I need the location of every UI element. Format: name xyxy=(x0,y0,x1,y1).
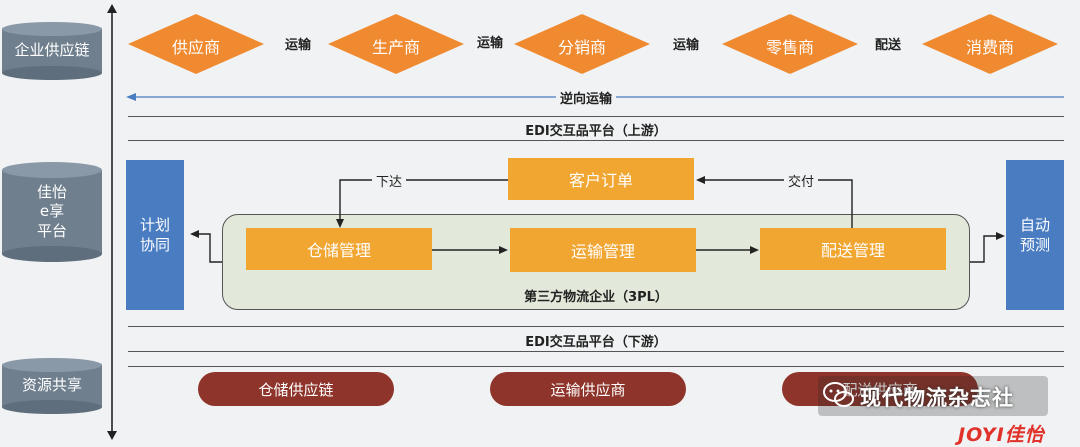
vertical-axis xyxy=(107,4,117,440)
deliver-label: 交付 xyxy=(784,171,819,190)
layer-supply-chain: 企业供应链 xyxy=(2,22,102,80)
divider xyxy=(128,140,1064,141)
divider xyxy=(128,366,1064,367)
node-consumer: 消费商 xyxy=(965,38,1014,57)
customer-order-box: 客户订单 xyxy=(508,158,694,200)
supply-chain-diamonds xyxy=(128,14,1058,74)
reverse-transport-label: 逆向运输 xyxy=(556,88,617,107)
diamond-distributor xyxy=(514,14,650,74)
link-label-2: 运输 xyxy=(476,36,503,51)
link-label-4: 配送 xyxy=(874,38,901,53)
divider xyxy=(128,351,1064,352)
warehouse-management-box: 仓储管理 xyxy=(246,228,432,270)
cylinder-shape xyxy=(2,358,102,414)
diamond-supplier xyxy=(128,14,264,74)
divider xyxy=(128,116,1064,117)
joyi-logo: JOYI佳怡 xyxy=(958,424,1045,446)
divider xyxy=(128,326,1064,327)
node-supplier: 供应商 xyxy=(171,38,220,57)
transport-management-box: 运输管理 xyxy=(510,228,696,272)
resource-warehouse-chain: 仓储供应链 xyxy=(198,372,394,406)
layer-platform: 佳怡 e享 平台 xyxy=(2,162,102,262)
cylinder-shape xyxy=(2,162,102,262)
resource-transport-supplier: 运输供应商 xyxy=(490,372,686,406)
resource-distribution-supplier: 配送供应商 xyxy=(782,372,978,406)
node-distributor: 分销商 xyxy=(557,38,606,57)
layer-resources: 资源共享 xyxy=(2,358,102,414)
link-label-1: 运输 xyxy=(284,38,311,53)
node-retailer: 零售商 xyxy=(765,38,814,57)
diamond-producer xyxy=(328,14,464,74)
layer-platform-label: 佳怡 e享 平台 xyxy=(36,182,67,240)
plan-collaboration-box: 计划 协同 xyxy=(126,160,184,310)
auto-forecast-box: 自动 预测 xyxy=(1006,160,1064,310)
diamond-retailer xyxy=(722,14,858,74)
layer-supply-chain-label: 企业供应链 xyxy=(14,41,90,60)
distribution-management-box: 配送管理 xyxy=(760,228,946,270)
link-label-3: 运输 xyxy=(672,38,699,53)
node-producer: 生产商 xyxy=(371,38,420,57)
diamond-consumer xyxy=(922,14,1058,74)
third-party-label: 第三方物流企业（3PL） xyxy=(524,290,668,305)
dispatch-label: 下达 xyxy=(372,171,407,190)
layer-resources-label: 资源共享 xyxy=(21,376,82,395)
watermark-badge xyxy=(818,376,1048,416)
wechat-icon xyxy=(823,382,854,407)
upstream-platform: EDI交互品平台（上游） xyxy=(525,124,667,139)
downstream-platform: EDI交互品平台（下游） xyxy=(525,335,667,350)
watermark-text: 现代物流杂志社 xyxy=(860,386,1014,410)
cylinder-shape xyxy=(2,22,102,80)
